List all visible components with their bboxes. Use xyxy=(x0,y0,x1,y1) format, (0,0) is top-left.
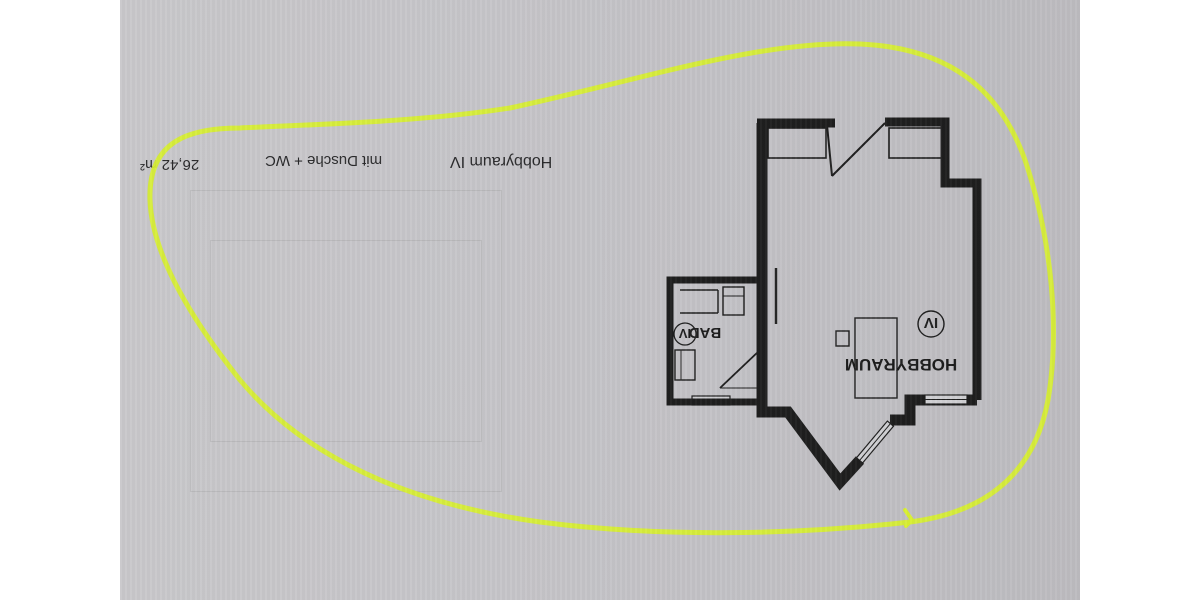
bath-label-group: BAD xyxy=(689,324,722,341)
bath-label: BAD xyxy=(689,324,722,341)
bath-walls xyxy=(666,276,762,406)
main-room-label-group: HOBBYRAUM xyxy=(845,355,957,374)
ghost-frame xyxy=(190,190,502,492)
bath-number: IV xyxy=(679,326,692,341)
highlighter-loop xyxy=(147,41,1056,536)
bath-number-badge: IV xyxy=(673,322,697,346)
main-room-number-badge: IV xyxy=(917,310,945,338)
floor-plan: HOBBYRAUM IV BAD IV xyxy=(147,41,1056,536)
main-room-walls xyxy=(756,117,982,491)
furniture xyxy=(835,317,898,399)
main-room-label: HOBBYRAUM xyxy=(845,355,957,374)
main-room-number: IV xyxy=(924,314,938,331)
highlighter-tick xyxy=(903,508,915,528)
paper-sheet: 26,42 m² mit Dusche + WC Hobbyraum IV xyxy=(120,0,1080,600)
